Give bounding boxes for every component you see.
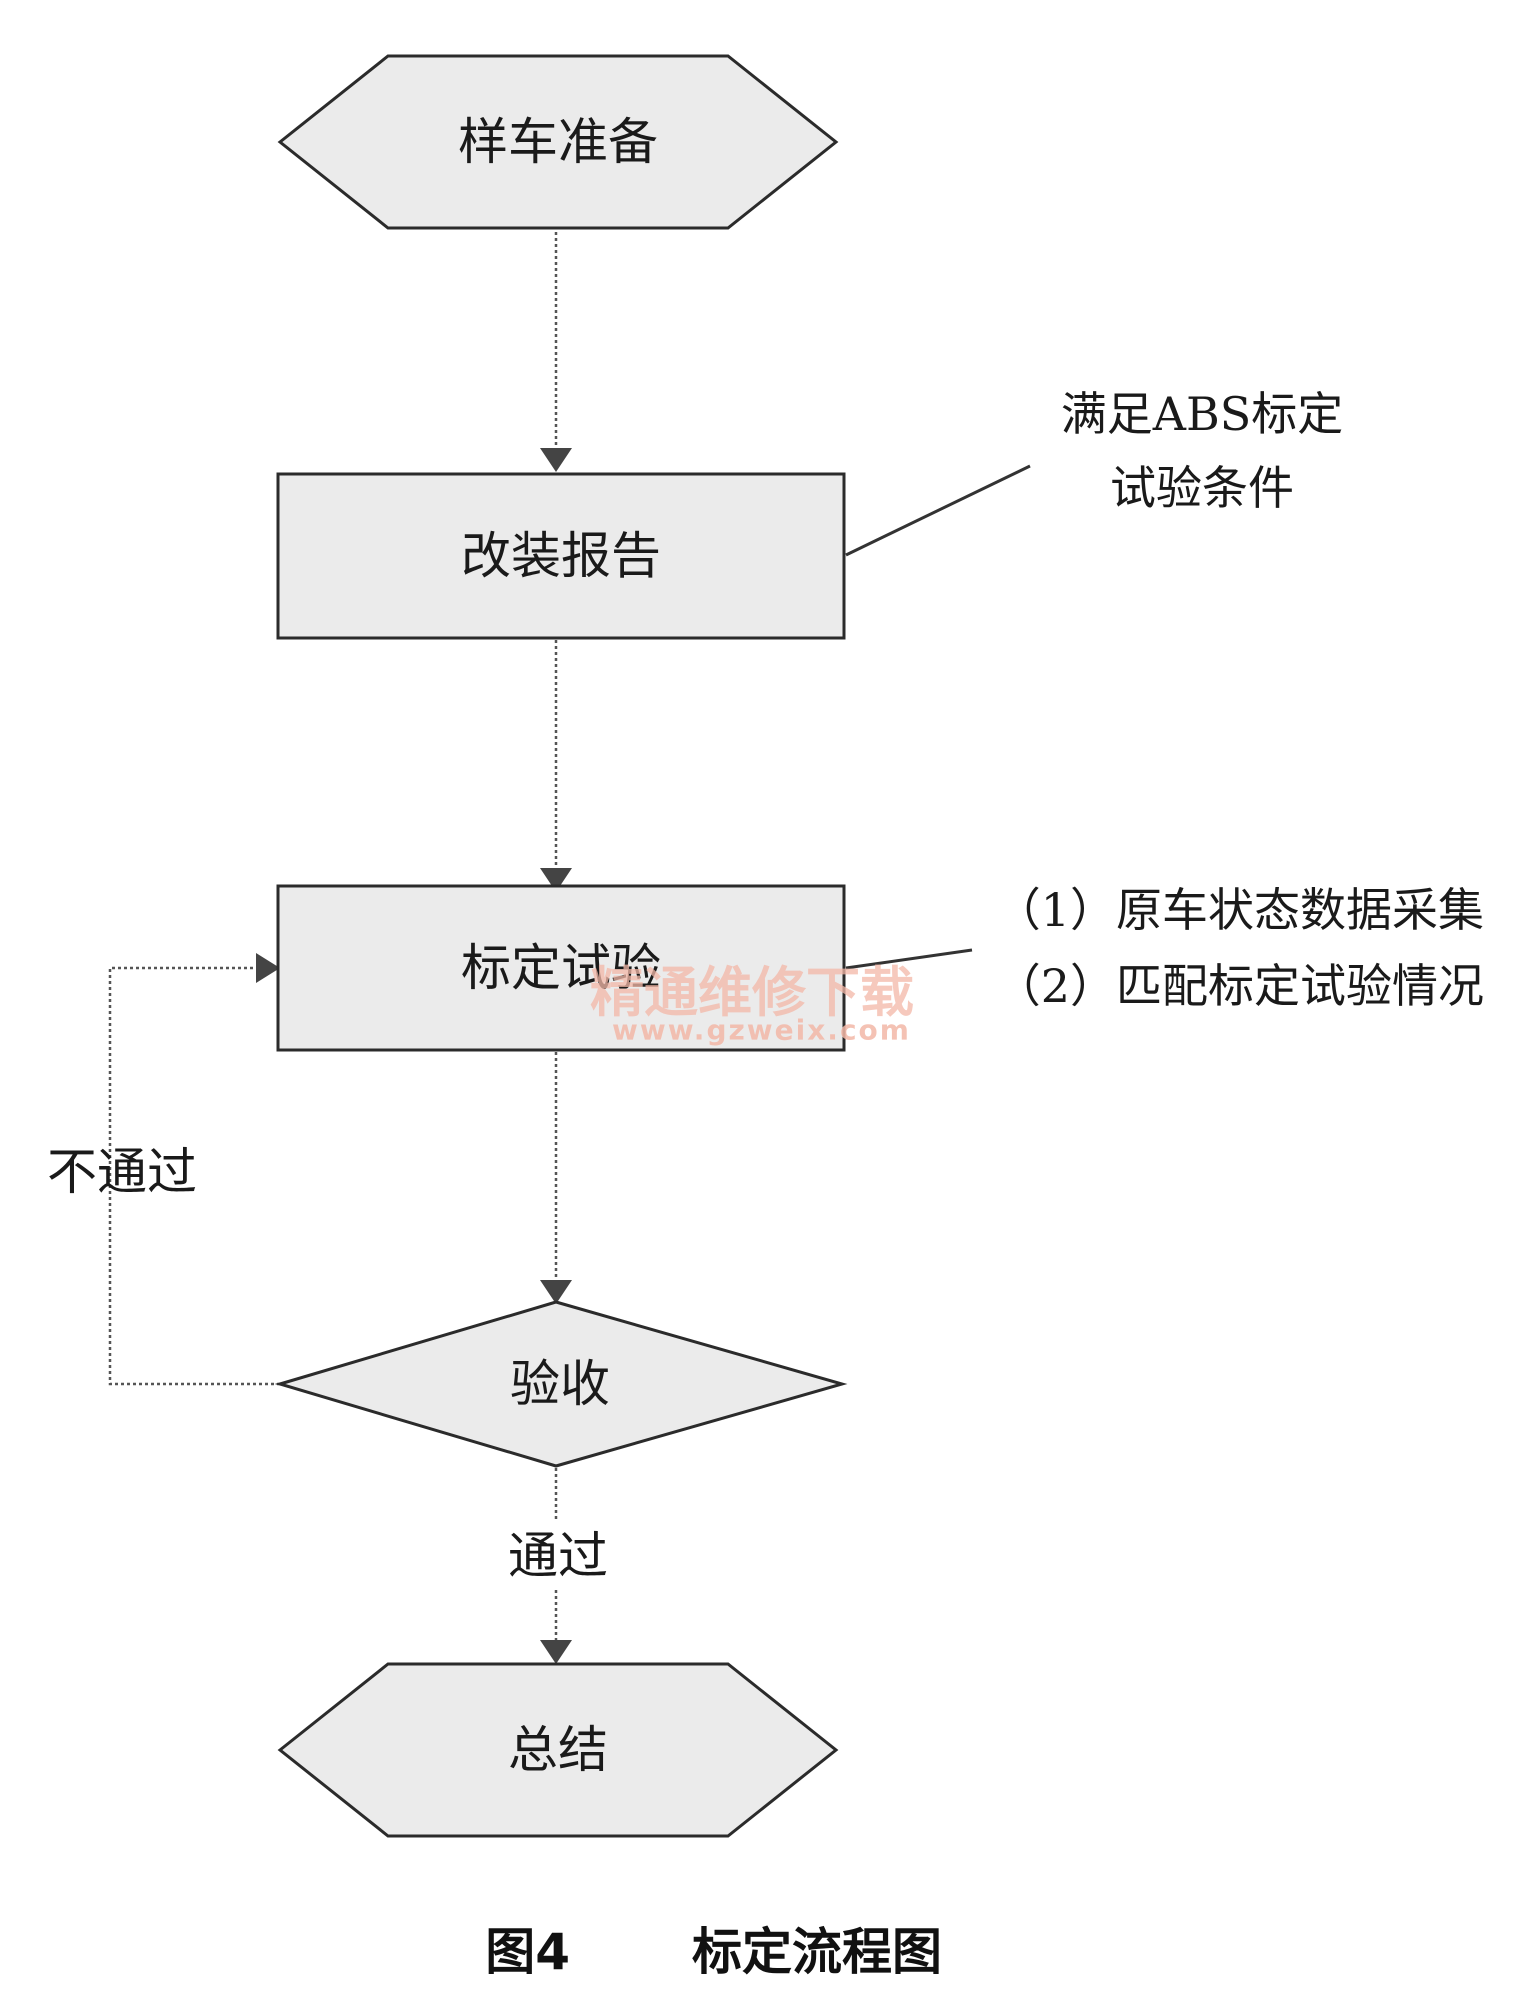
figure-title: 标定流程图 (692, 1923, 942, 1981)
node-acceptance: 验收 (274, 1300, 848, 1468)
note-test-line1: （1）原车状态数据采集 (995, 883, 1484, 937)
arrowhead-acceptance (540, 1280, 572, 1304)
watermark-url: www.gzweix.com (612, 1014, 911, 1047)
arrowhead-fail-loop (256, 953, 280, 983)
node-label-summary: 总结 (508, 1721, 608, 1779)
watermark-text: 精通维修下载 (590, 960, 914, 1024)
edge-fail-loop (108, 966, 280, 1386)
diamond-shape (274, 1300, 848, 1468)
edge-label-fail: 不通过 (47, 1143, 197, 1201)
note-leader-report (845, 464, 1031, 557)
note-report-line1: 满足ABS标定 (1061, 387, 1344, 441)
edge-label-pass: 通过 (508, 1527, 608, 1585)
hexagon-shape (277, 1662, 839, 1838)
note-leader-test (845, 948, 973, 970)
rect-shape (276, 884, 846, 1052)
node-calibration-test: 标定试验 (276, 884, 846, 1052)
hexagon-shape (277, 54, 839, 230)
node-label-modification-report: 改装报告 (461, 527, 661, 585)
figure-number: 图4 (485, 1923, 570, 1981)
node-summary: 总结 (277, 1662, 839, 1838)
node-label-sample-prep: 样车准备 (458, 113, 658, 171)
node-label-calibration-test: 标定试验 (461, 939, 661, 997)
arrowhead-test (540, 868, 572, 892)
node-modification-report: 改装报告 (276, 472, 846, 640)
node-sample-prep: 样车准备 (277, 54, 839, 230)
node-label-acceptance: 验收 (510, 1355, 610, 1413)
arrowhead-report (540, 448, 572, 472)
note-report-line2: 试验条件 (1110, 461, 1294, 515)
arrowhead-summary (540, 1640, 572, 1664)
rect-shape (276, 472, 846, 640)
note-test-line2: （2）匹配标定试验情况 (995, 959, 1484, 1013)
